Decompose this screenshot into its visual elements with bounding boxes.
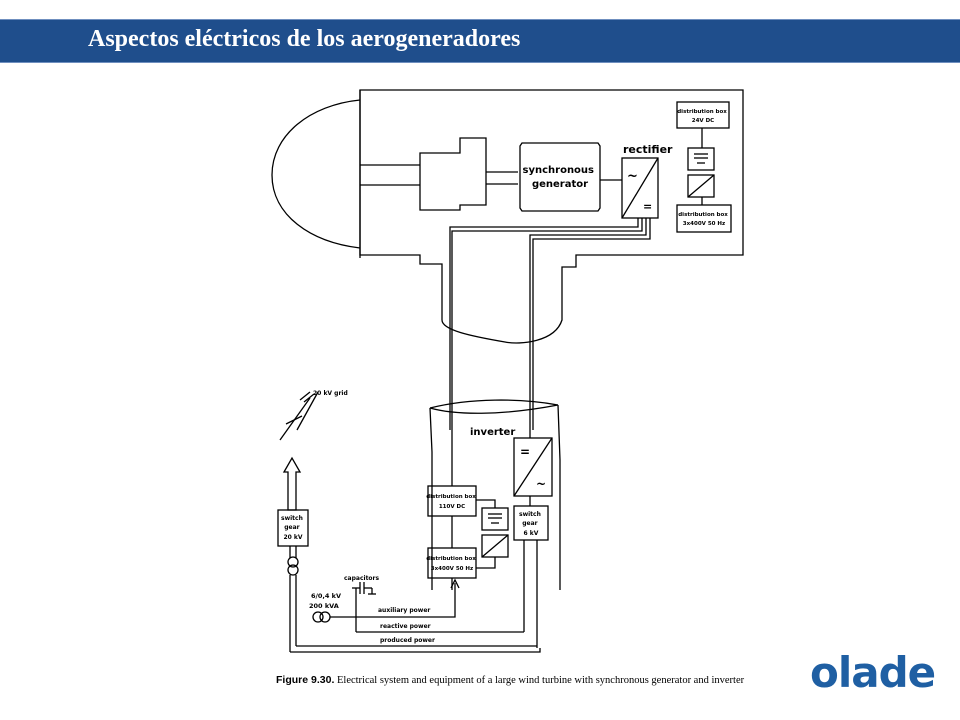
svg-text:synchronous generator: synchronous generator bbox=[523, 165, 598, 190]
rotor-hub bbox=[271, 99, 361, 249]
transformer-20kv bbox=[287, 556, 299, 568]
inverter-tilde: ~ bbox=[536, 477, 546, 491]
dist-box-bottom-line2: 3x400V 50 Hz bbox=[431, 566, 473, 572]
svg-text:distribution box 24V DC: distribution box 24V DC bbox=[677, 109, 728, 124]
dist-box-24v-line1: distribution box bbox=[677, 109, 727, 115]
svg-text:6/0,4 kV 200 kVA: 6/0,4 kV 200 kVA bbox=[309, 592, 343, 610]
battery-top bbox=[687, 147, 715, 171]
generator-box bbox=[519, 142, 601, 212]
dist-box-110v-line2: 110V DC bbox=[439, 504, 465, 510]
auxiliary-power-label: auxiliary power bbox=[378, 607, 430, 614]
dist-box-110v bbox=[427, 485, 477, 517]
rectifier-equals: = bbox=[643, 200, 652, 213]
dist-box-top-line2: 3x400V 50 Hz bbox=[683, 221, 725, 227]
generator-label-line1: synchronous bbox=[523, 165, 595, 176]
inverter-box bbox=[513, 437, 553, 497]
inverter-label: inverter bbox=[470, 427, 515, 438]
tower-top bbox=[429, 399, 559, 409]
auxiliary-power-line bbox=[330, 583, 456, 618]
switch-gear-6kv-line2: gear bbox=[522, 520, 537, 527]
capacitors-label: capacitors bbox=[344, 575, 380, 582]
dist-box-24v bbox=[676, 101, 730, 129]
switch-gear-20kv-line1: switch bbox=[281, 515, 303, 522]
dist-box-3x400-top bbox=[676, 204, 732, 233]
rectifier-tilde: ~ bbox=[627, 169, 638, 184]
switch-gear-6kv-line1: switch bbox=[519, 511, 541, 518]
tower-left-wall bbox=[429, 407, 433, 590]
switch-gear-6kv bbox=[513, 505, 549, 541]
switch-gear-6kv-line3: 6 kV bbox=[524, 530, 539, 537]
gearbox bbox=[419, 137, 487, 211]
battery-bottom bbox=[481, 507, 509, 531]
page-title: Aspectos eléctricos de los aerogenerador… bbox=[88, 26, 521, 52]
svg-text:distribution box 3x400V 50: distribution box 3x400V 50 Hz bbox=[426, 556, 477, 572]
produced-power-label: produced power bbox=[380, 637, 435, 644]
transformer-6-0-4kv bbox=[312, 611, 324, 623]
transformer-label-line2: 200 kVA bbox=[309, 602, 339, 610]
grid-label: 20 kV grid bbox=[313, 390, 348, 397]
dist-box-3x400-bottom bbox=[427, 547, 477, 579]
svg-text:distribution box 110V DC: distribution box 110V DC bbox=[426, 494, 477, 510]
switch-gear-20kv-line2: gear bbox=[284, 524, 299, 531]
figure-caption-text: Electrical system and equipment of a lar… bbox=[336, 675, 745, 686]
dist-box-110v-line1: distribution box bbox=[426, 494, 476, 500]
rectifier-box bbox=[621, 157, 659, 219]
inverter-equals: = bbox=[520, 445, 530, 459]
converter-top bbox=[687, 174, 715, 198]
rectifier-label: rectifier bbox=[623, 143, 673, 156]
nacelle-outline bbox=[359, 89, 744, 344]
olade-logo: olade bbox=[810, 648, 936, 697]
svg-text:distribution box 3x400V 50: distribution box 3x400V 50 Hz bbox=[678, 212, 729, 227]
dist-box-24v-line2: 24V DC bbox=[692, 118, 714, 124]
svg-text:switch gear 6 kV: switch gear 6 kV bbox=[519, 511, 543, 537]
switch-gear-20kv bbox=[277, 509, 309, 547]
generator-label-line2: generator bbox=[532, 179, 588, 190]
figure-caption: Figure 9.30. Electrical system and equip… bbox=[276, 674, 756, 687]
dist-box-top-line1: distribution box bbox=[678, 212, 728, 218]
figure-label: Figure 9.30. bbox=[276, 674, 335, 686]
reactive-power-label: reactive power bbox=[380, 623, 431, 630]
tower-right-wall bbox=[557, 404, 561, 590]
svg-text:switch gear 20 kV: switch gear 20 kV bbox=[281, 515, 305, 541]
switch-gear-20kv-line3: 20 kV bbox=[283, 534, 302, 541]
grid-arrow bbox=[282, 456, 302, 511]
dist-box-bottom-line1: distribution box bbox=[426, 556, 476, 562]
header-bar: Aspectos eléctricos de los aerogenerador… bbox=[0, 19, 960, 63]
transformer-label-line1: 6/0,4 kV bbox=[311, 592, 341, 600]
